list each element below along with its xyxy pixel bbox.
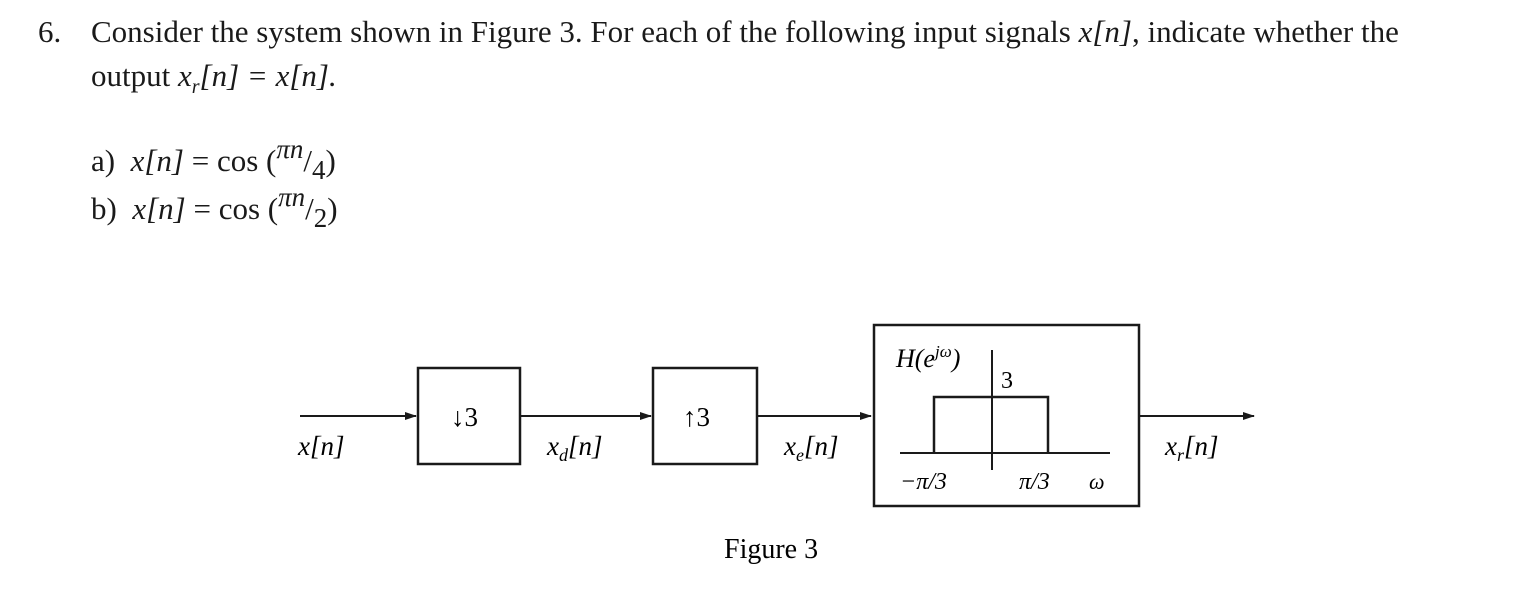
figure-caption: Figure 3 [724,534,818,565]
question-line-2: output xr[n] = x[n]. [91,58,337,98]
filter-passband [932,395,1050,453]
upsampler-label: ↑3 [683,402,710,432]
signal-x: x[n] [1078,14,1132,49]
filter-omega: ω [1089,469,1105,494]
filter-gain: 3 [1001,368,1013,394]
input-label: x[n] [297,431,345,461]
filter-right-cutoff: π/3 [1019,469,1050,495]
downsampler-label: ↓3 [451,402,478,432]
filter-title: H(ejω) [895,342,960,373]
xd-label: xd[n] [546,431,603,465]
output-label: xr[n] [1164,431,1219,465]
part-a: a) x[n] = cos (πn/4) [91,134,336,185]
question-line-1: Consider the system shown in Figure 3. F… [91,14,1399,49]
xe-label: xe[n] [783,431,839,465]
part-b: b) x[n] = cos (πn/2) [91,182,338,233]
filter-left-cutoff: −π/3 [900,469,947,495]
question-number: 6. [38,14,62,49]
